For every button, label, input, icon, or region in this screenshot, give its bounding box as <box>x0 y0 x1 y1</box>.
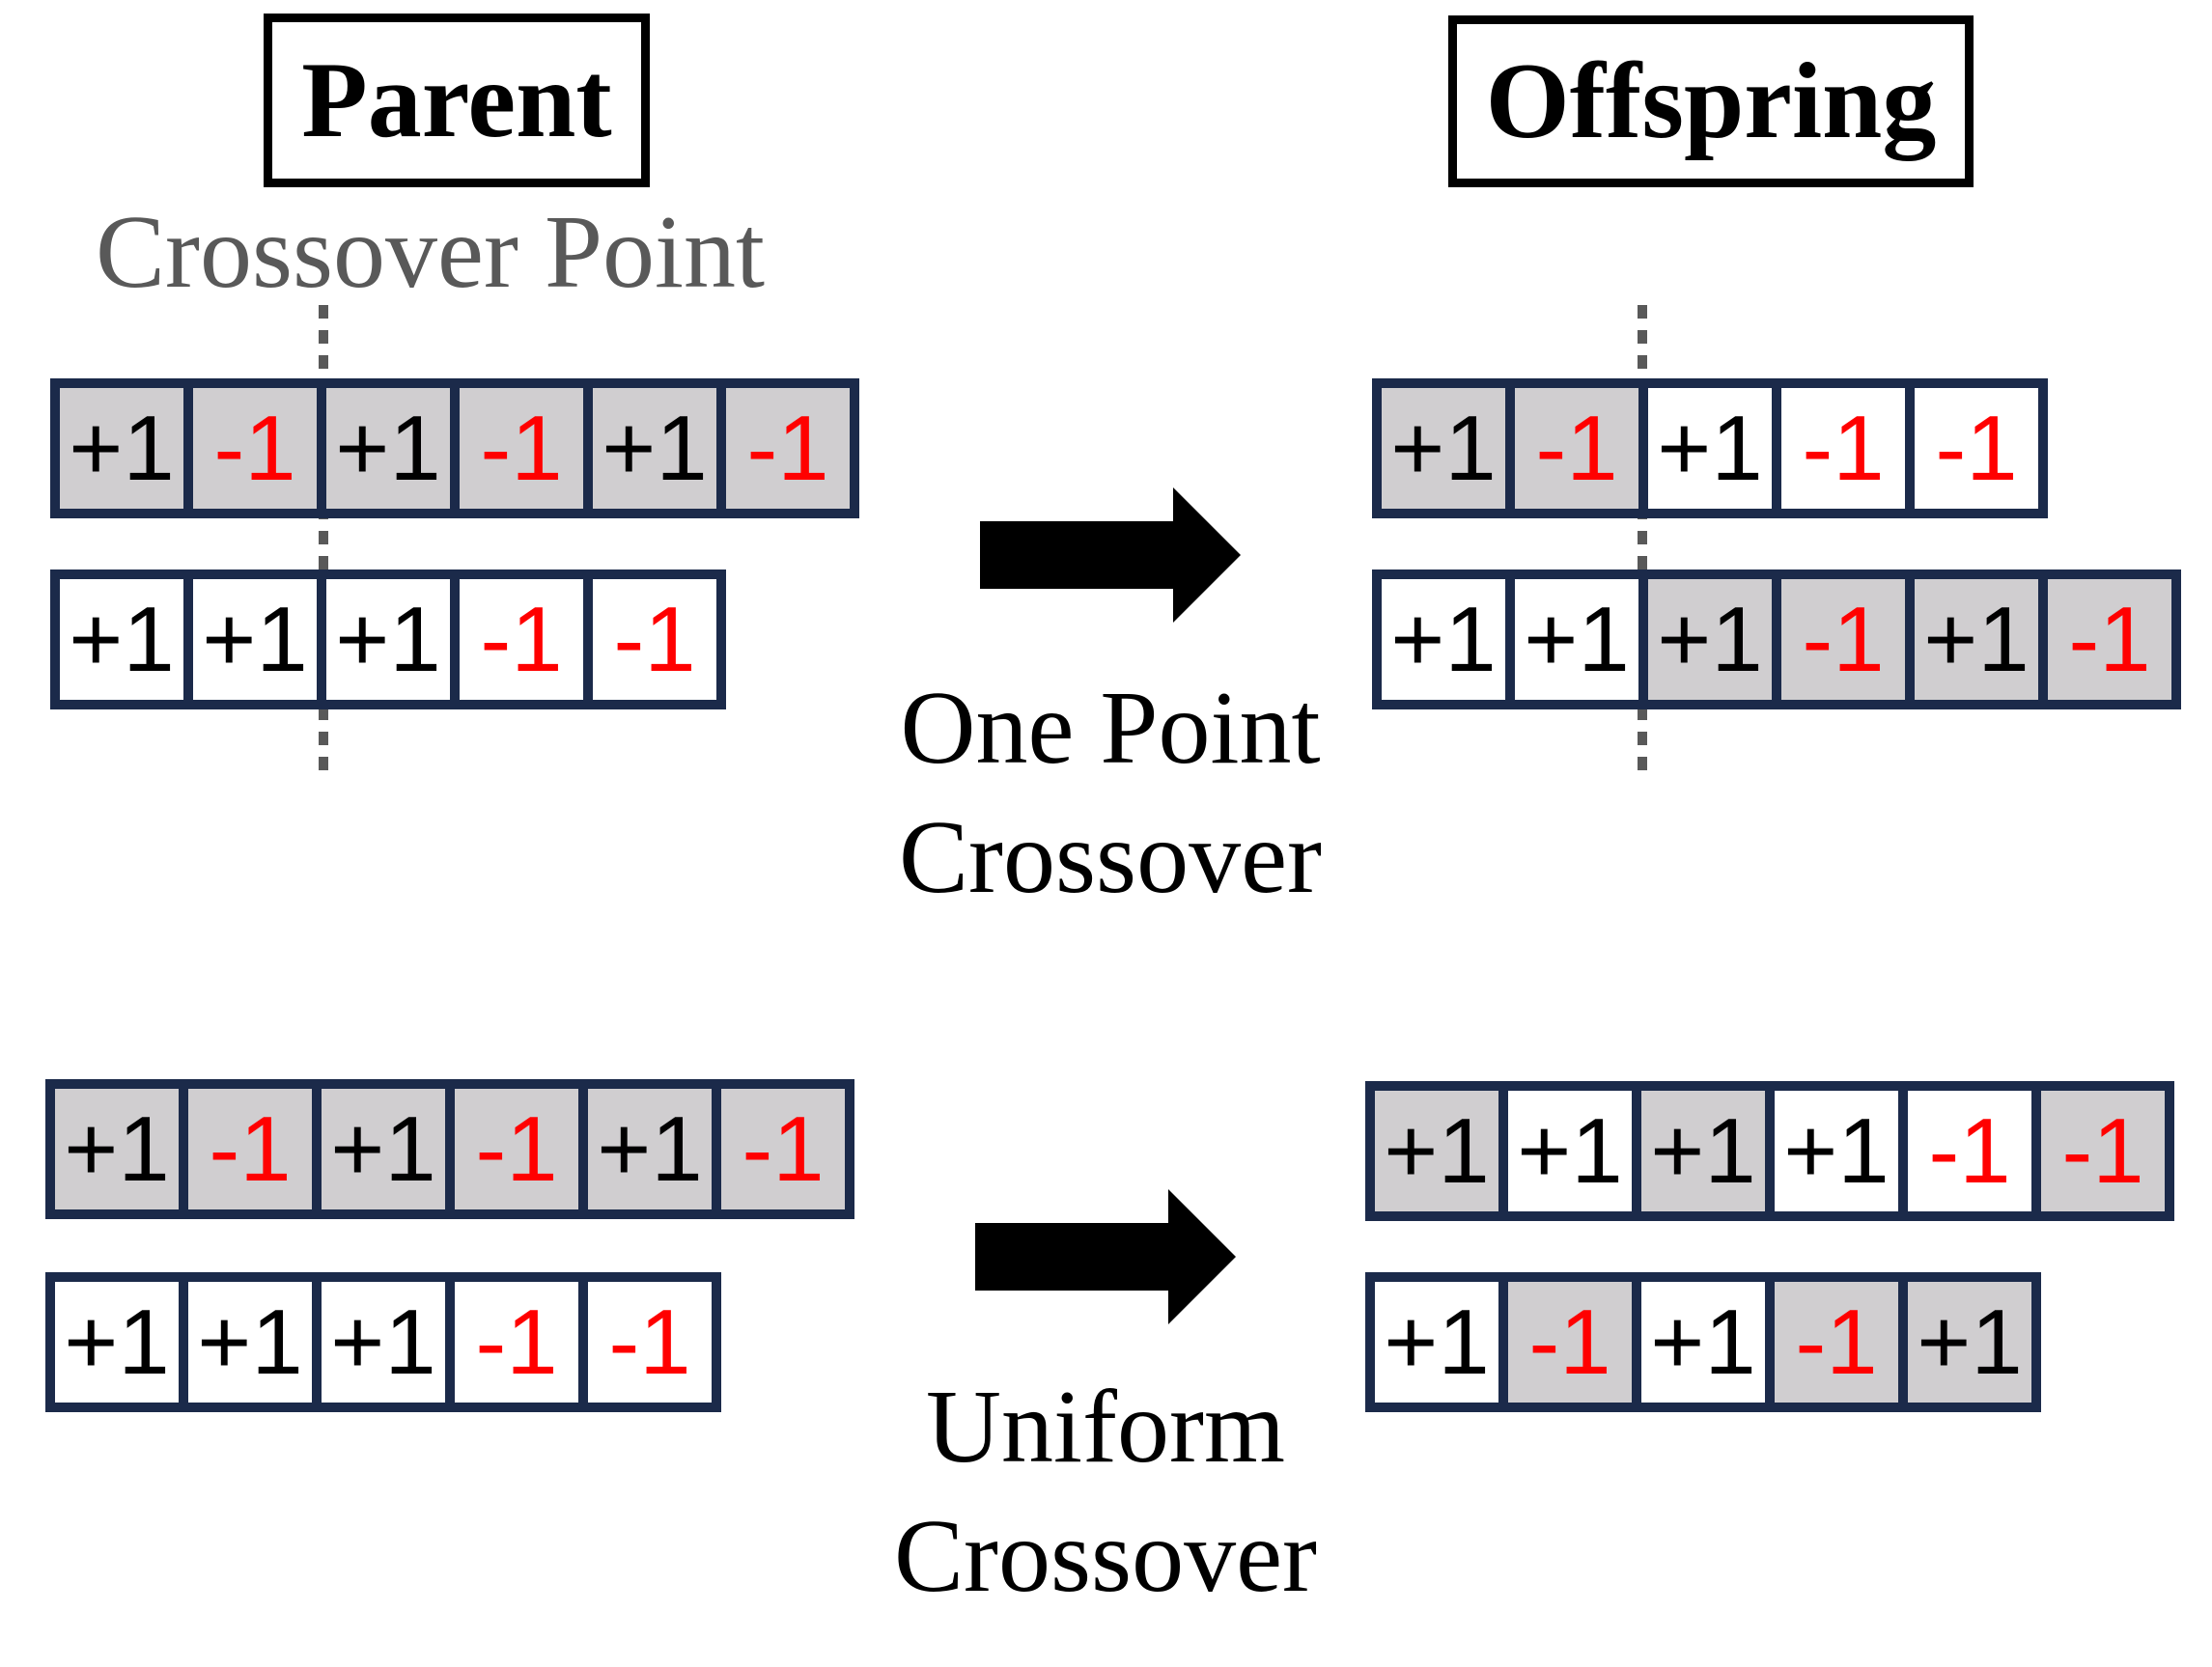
gene-cell: -1 <box>455 1282 578 1403</box>
gene-cell: -1 <box>1908 1091 2031 1211</box>
one-point-crossover-label: One Point Crossover <box>869 664 1352 923</box>
gene-cell: +1 <box>1515 579 1638 700</box>
gene-cell: -1 <box>2041 1091 2165 1211</box>
gene-cell: -1 <box>1775 1282 1898 1403</box>
gene-cell: -1 <box>593 579 716 700</box>
gene-cell: -1 <box>1508 1282 1632 1403</box>
gene-cell: +1 <box>55 1089 179 1209</box>
gene-cell: -1 <box>455 1089 578 1209</box>
gene-cell: -1 <box>460 388 583 509</box>
crossover-point-label: Crossover Point <box>96 195 766 310</box>
gene-cell: +1 <box>593 388 716 509</box>
gene-cell: +1 <box>1641 1091 1765 1211</box>
offspring-header: Offspring <box>1448 15 1974 187</box>
gene-cell: +1 <box>193 579 317 700</box>
gene-cell: +1 <box>326 579 450 700</box>
gene-cell: +1 <box>60 579 183 700</box>
gene-cell: +1 <box>1915 579 2038 700</box>
gene-cell: +1 <box>1382 579 1505 700</box>
offspring-header-label: Offspring <box>1485 42 1937 161</box>
one-point-parent-row-2: +1+1+1-1-1 <box>50 570 726 709</box>
gene-cell: +1 <box>55 1282 179 1403</box>
uniform-arrow-icon <box>975 1189 1236 1324</box>
gene-cell: -1 <box>1781 579 1905 700</box>
gene-cell: +1 <box>188 1282 312 1403</box>
gene-cell: +1 <box>1382 388 1505 509</box>
gene-cell: +1 <box>326 388 450 509</box>
uniform-crossover-label: Uniform Crossover <box>864 1363 1347 1622</box>
gene-cell: -1 <box>460 579 583 700</box>
gene-cell: -1 <box>2048 579 2171 700</box>
gene-cell: +1 <box>1775 1091 1898 1211</box>
gene-cell: +1 <box>1641 1282 1765 1403</box>
uniform-parent-row-2: +1+1+1-1-1 <box>45 1272 721 1412</box>
gene-cell: +1 <box>1648 388 1772 509</box>
uniform-label-line-1: Uniform <box>926 1370 1285 1485</box>
gene-cell: -1 <box>1915 388 2038 509</box>
gene-cell: -1 <box>1515 388 1638 509</box>
gene-cell: +1 <box>1508 1091 1632 1211</box>
uniform-parent-row-1: +1-1+1-1+1-1 <box>45 1079 854 1219</box>
gene-cell: -1 <box>588 1282 712 1403</box>
gene-cell: +1 <box>1908 1282 2031 1403</box>
gene-cell: +1 <box>588 1089 712 1209</box>
one-point-arrow-icon <box>980 487 1241 623</box>
one-point-parent-row-1: +1-1+1-1+1-1 <box>50 378 859 518</box>
gene-cell: +1 <box>1648 579 1772 700</box>
parent-crossover-divider <box>319 305 328 772</box>
gene-cell: -1 <box>726 388 850 509</box>
offspring-crossover-divider <box>1638 305 1647 772</box>
parent-header-label: Parent <box>301 41 612 160</box>
gene-cell: +1 <box>1375 1282 1498 1403</box>
gene-cell: -1 <box>193 388 317 509</box>
gene-cell: -1 <box>188 1089 312 1209</box>
gene-cell: -1 <box>1781 388 1905 509</box>
parent-header: Parent <box>264 14 650 187</box>
uniform-offspring-row-1: +1+1+1+1-1-1 <box>1365 1081 2174 1221</box>
one-point-label-line-2: Crossover <box>899 799 1322 915</box>
one-point-offspring-row-2: +1+1+1-1+1-1 <box>1372 570 2181 709</box>
gene-cell: +1 <box>322 1282 445 1403</box>
uniform-offspring-row-2: +1-1+1-1+1 <box>1365 1272 2041 1412</box>
gene-cell: +1 <box>322 1089 445 1209</box>
one-point-label-line-1: One Point <box>900 671 1321 786</box>
uniform-label-line-2: Crossover <box>894 1498 1317 1614</box>
one-point-offspring-row-1: +1-1+1-1-1 <box>1372 378 2048 518</box>
gene-cell: +1 <box>1375 1091 1498 1211</box>
gene-cell: -1 <box>721 1089 845 1209</box>
gene-cell: +1 <box>60 388 183 509</box>
